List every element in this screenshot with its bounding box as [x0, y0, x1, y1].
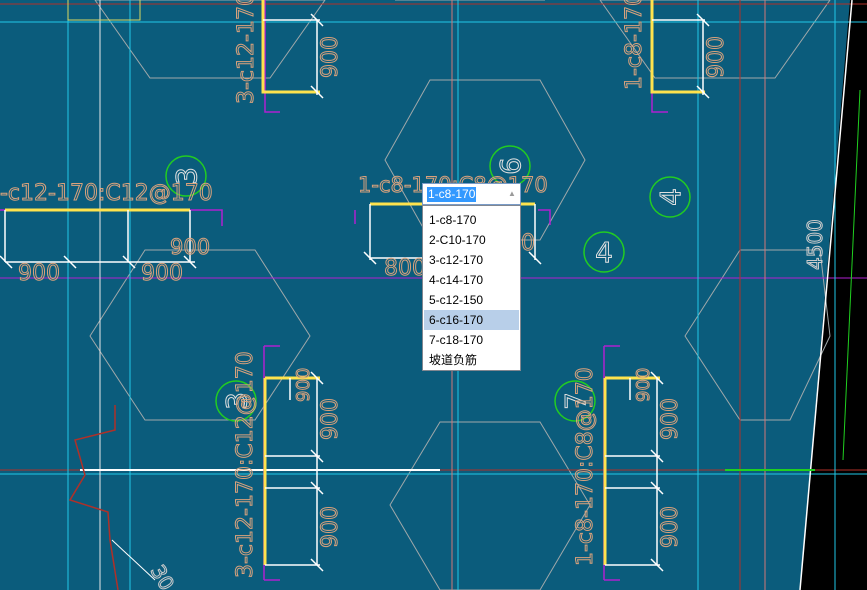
dim-center-b: 0 — [521, 231, 535, 256]
dim-left-b: 900 — [141, 261, 183, 286]
dim-left-c: 900 — [170, 235, 210, 259]
dim-left-a: 900 — [18, 261, 60, 286]
dim-br-lower: 900 — [658, 506, 683, 548]
dim-top-left: 900 — [318, 36, 343, 78]
bubble-numbers: 3 6 4 4 3 7 — [170, 157, 688, 411]
combobox-selected-text[interactable]: 1-c8-170 — [427, 187, 477, 202]
bubble-3-bottom — [215, 380, 257, 422]
dropdown-option[interactable]: 6-c16-170 — [424, 310, 519, 330]
dropdown-option[interactable]: 4-c14-170 — [429, 273, 484, 287]
bubble-4-center — [583, 231, 625, 273]
rebar-type-combobox[interactable]: 1-c8-170 ▲ — [422, 183, 521, 205]
bubble-7 — [554, 380, 596, 422]
bubble-3-bottom-number: 3 — [220, 392, 253, 410]
dropdown-option[interactable]: 5-c12-150 — [429, 293, 484, 307]
dropdown-option[interactable]: 坡道负筋 — [429, 353, 478, 367]
break-line — [68, 405, 119, 590]
bubble-4-center-number: 4 — [595, 236, 613, 269]
leader-line — [111, 539, 156, 581]
dimension-texts: 900 900 900 900 900 800 0 4500 900 900 9… — [18, 36, 828, 590]
label-top-right-vertical: 1-c8-170: — [622, 0, 647, 90]
bubble-4-right — [649, 176, 691, 218]
dim-bl-small: 900 — [293, 368, 314, 402]
bubble-3-top-number: 3 — [170, 167, 203, 185]
chevron-down-icon[interactable]: ▲ — [508, 189, 516, 198]
dim-br-small: 900 — [633, 368, 654, 402]
bubble-6-number: 6 — [494, 157, 527, 175]
bubble-3-top — [165, 155, 207, 197]
bubble-7-number: 7 — [559, 392, 592, 410]
bubble-4-right-number: 4 — [654, 188, 687, 206]
label-bottom-right-vertical: 1-c8-170:C8@170 — [573, 367, 598, 566]
dim-br-upper: 900 — [658, 398, 683, 440]
dropdown-option[interactable]: 2-C10-170 — [429, 233, 486, 247]
dimension-lines — [0, 13, 710, 572]
dropdown-option[interactable]: 7-c18-170 — [429, 333, 484, 347]
rebar-type-dropdown-list[interactable]: 1-c8-170 2-C10-170 3-c12-170 4-c14-170 5… — [422, 205, 521, 371]
dim-center-a: 800 — [384, 256, 426, 281]
dim-bl-lower: 900 — [318, 506, 343, 548]
dim-bl-upper: 900 — [318, 398, 343, 440]
dim-top-right: 900 — [704, 36, 729, 78]
dim-right-4500: 4500 — [803, 219, 827, 270]
label-left-horizontal: 3-c12-170:C12@170 — [0, 181, 213, 206]
label-bottom-left-vertical: 3-c12-170:C12@170 — [233, 351, 258, 578]
empty-region — [800, 0, 867, 590]
dropdown-option[interactable]: 1-c8-170 — [429, 213, 477, 227]
dropdown-option[interactable]: 3-c12-170 — [429, 253, 484, 267]
label-top-left-vertical: 3-c12-170: — [234, 0, 259, 104]
